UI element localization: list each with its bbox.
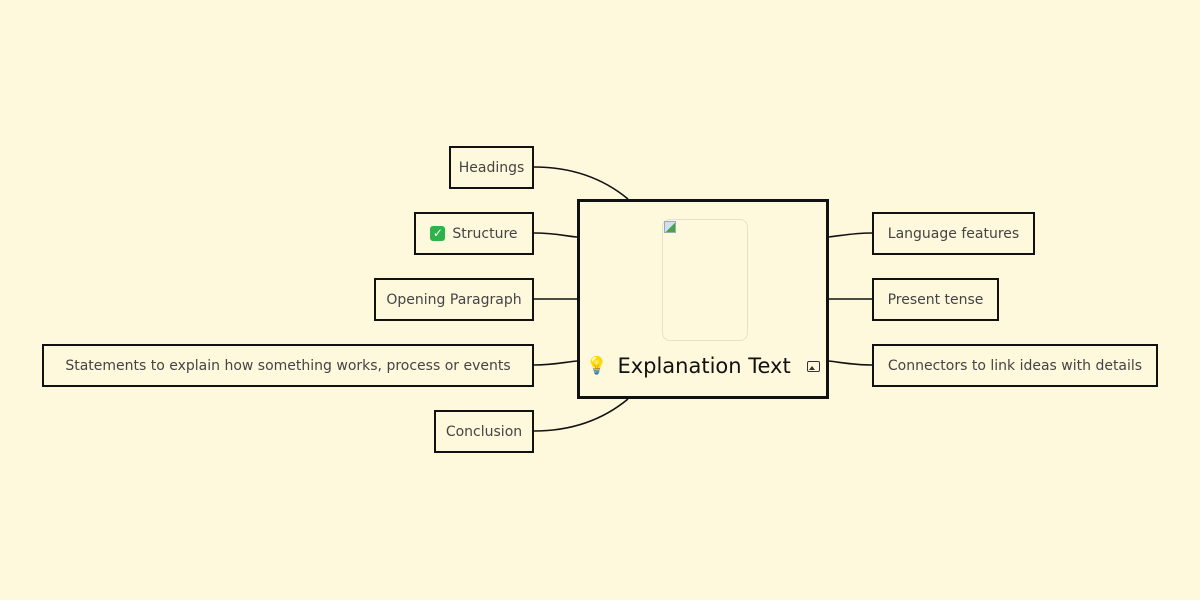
branch-structure[interactable]: ✓ Structure bbox=[414, 212, 534, 255]
link-statements bbox=[533, 360, 578, 366]
link-connectors bbox=[828, 360, 873, 366]
branch-label: Conclusion bbox=[445, 423, 523, 440]
branch-connectors[interactable]: Connectors to link ideas with details bbox=[872, 344, 1158, 387]
branch-statements[interactable]: Statements to explain how something work… bbox=[42, 344, 534, 387]
branch-language-features[interactable]: Language features bbox=[872, 212, 1035, 255]
branch-label: Present tense bbox=[887, 291, 984, 308]
branch-label: Language features bbox=[887, 225, 1020, 242]
branch-label: Structure bbox=[452, 225, 518, 242]
branch-headings[interactable]: Headings bbox=[449, 146, 534, 189]
branch-label: Connectors to link ideas with details bbox=[887, 357, 1143, 374]
check-mark-icon: ✓ bbox=[430, 226, 446, 241]
link-conclusion bbox=[533, 398, 629, 432]
central-title: Explanation Text bbox=[617, 354, 791, 378]
central-topic[interactable]: 💡 Explanation Text bbox=[577, 199, 829, 399]
branch-label: Headings bbox=[458, 159, 525, 176]
branch-conclusion[interactable]: Conclusion bbox=[434, 410, 534, 453]
link-structure bbox=[533, 232, 578, 238]
link-headings bbox=[533, 166, 629, 200]
branch-label: Opening Paragraph bbox=[386, 291, 522, 308]
lightbulb-icon: 💡 bbox=[586, 356, 608, 376]
branch-opening-paragraph[interactable]: Opening Paragraph bbox=[374, 278, 534, 321]
topic-image bbox=[662, 219, 748, 341]
image-icon[interactable] bbox=[806, 360, 820, 372]
branch-present-tense[interactable]: Present tense bbox=[872, 278, 999, 321]
branch-label: Statements to explain how something work… bbox=[65, 357, 511, 374]
broken-image-icon bbox=[664, 221, 676, 233]
link-language bbox=[828, 232, 873, 238]
